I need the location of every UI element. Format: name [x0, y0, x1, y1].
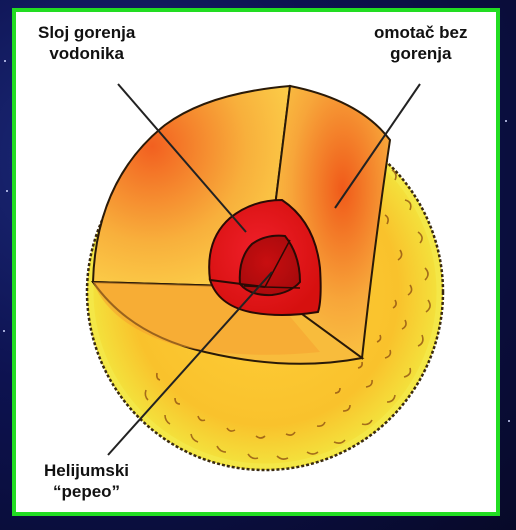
label-line: gorenja: [374, 43, 468, 64]
label-hydrogen-burning-shell: Sloj gorenja vodonika: [38, 22, 135, 64]
label-line: vodonika: [38, 43, 135, 64]
label-non-burning-envelope: omotač bez gorenja: [374, 22, 468, 64]
label-line: omotač bez: [374, 22, 468, 43]
label-line: Sloj gorenja: [38, 22, 135, 43]
label-line: Helijumski: [44, 460, 129, 481]
label-helium-ash: Helijumski “pepeo”: [44, 460, 129, 502]
label-line: “pepeo”: [44, 481, 129, 502]
